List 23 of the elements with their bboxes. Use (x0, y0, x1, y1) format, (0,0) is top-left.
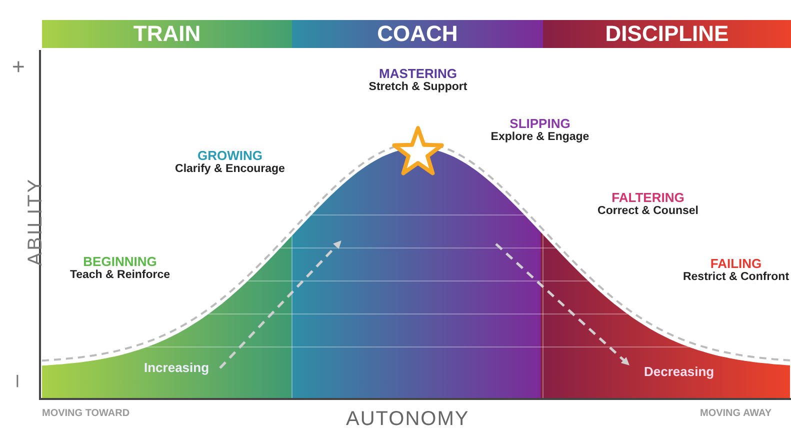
axis-end-label: MOVING AWAY (700, 408, 772, 419)
stage-heading: FALTERING (610, 190, 686, 205)
stage-description: Clarify & Encourage (174, 163, 286, 176)
stage-description: Stretch & Support (368, 81, 468, 94)
stage-heading: SLIPPING (508, 116, 572, 131)
axis-end-label: + (12, 54, 25, 80)
axis-title: AUTONOMY (346, 408, 470, 431)
axis-title: ABILITY (24, 177, 48, 266)
axis-end-label: MOVING TOWARD (42, 408, 130, 419)
stage-heading: BEGINNING (82, 254, 158, 269)
direction-label: Decreasing (644, 364, 714, 379)
stage-heading: GROWING (196, 148, 264, 163)
stage-description: Correct & Counsel (596, 205, 700, 218)
stage-description: Teach & Reinforce (68, 269, 172, 282)
stage-description: Explore & Engage (490, 131, 590, 144)
stage-heading: MASTERING (378, 66, 458, 81)
section-band: DISCIPLINE (543, 20, 791, 48)
section-band: TRAIN (42, 20, 292, 48)
section-band: COACH (292, 20, 543, 48)
stage-heading: FAILING (709, 256, 763, 271)
direction-label: Increasing (144, 360, 210, 375)
stage-description: Restrict & Confront (682, 271, 790, 284)
axis-end-label: – (3, 374, 30, 388)
